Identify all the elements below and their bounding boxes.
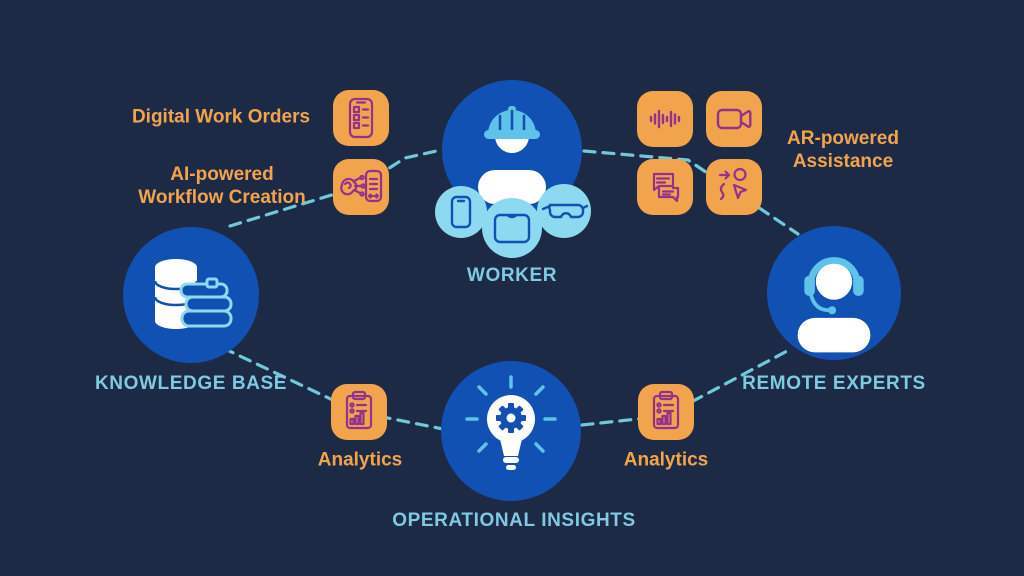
operational-insights-label: OPERATIONAL INSIGHTS [392, 510, 636, 531]
worker-label: WORKER [466, 265, 558, 286]
digital-work-orders-chip [333, 90, 389, 146]
ai-workflow-label-line1: AI-powered [170, 164, 274, 185]
laptop-icon [493, 213, 531, 244]
analytics-right-label: Analytics [623, 449, 709, 471]
operational-insights-node-circle [441, 361, 581, 501]
ar-assistance-label-line1: AR-powered [787, 128, 899, 149]
ar-glasses-icon [541, 203, 589, 219]
ai-brain-phone-icon [340, 169, 383, 203]
chat-bubbles-icon [652, 172, 680, 203]
connector-kb-operational-insights [221, 346, 445, 431]
lightbulb-gear-icon [465, 375, 557, 470]
analytics-right-chip [638, 384, 694, 440]
phone-checklist-icon [348, 97, 374, 139]
remote-experts-node-circle [767, 226, 901, 360]
ai-workflow-chip [333, 159, 389, 215]
analytics-clipboard-icon [652, 390, 680, 430]
ai-workflow-label: AI-powered Workflow Creation [138, 163, 306, 209]
database-books-icon [153, 259, 233, 329]
smartphone-icon [450, 195, 472, 229]
digital-work-orders-label: Digital Work Orders [131, 106, 311, 128]
support-agent-headset-icon [797, 257, 871, 353]
analytics-left-chip [331, 384, 387, 440]
video-chip [706, 91, 762, 147]
worker-device-glasses-circle [537, 184, 591, 238]
analytics-clipboard-icon [345, 390, 373, 430]
worker-device-phone-circle [435, 186, 487, 238]
worker-hard-hat-icon [478, 106, 546, 204]
worker-device-laptop-circle [482, 198, 542, 258]
voice-waveform-icon [649, 109, 681, 129]
knowledge-base-label: KNOWLEDGE BASE [94, 373, 288, 394]
ar-assistance-label-line2: Assistance [792, 151, 894, 172]
analytics-left-label: Analytics [317, 449, 403, 471]
knowledge-base-node-circle [123, 227, 259, 363]
remote-experts-label: REMOTE EXPERTS [742, 373, 926, 394]
gesture-chip [706, 159, 762, 215]
voice-chip [637, 91, 693, 147]
connector-worker-remote-experts [582, 149, 800, 236]
gesture-annotation-icon [718, 167, 748, 201]
ai-workflow-label-line2: Workflow Creation [138, 187, 306, 208]
video-camera-icon [716, 108, 752, 130]
chat-chip [637, 159, 693, 215]
ar-assistance-label: AR-powered Assistance [787, 127, 899, 173]
